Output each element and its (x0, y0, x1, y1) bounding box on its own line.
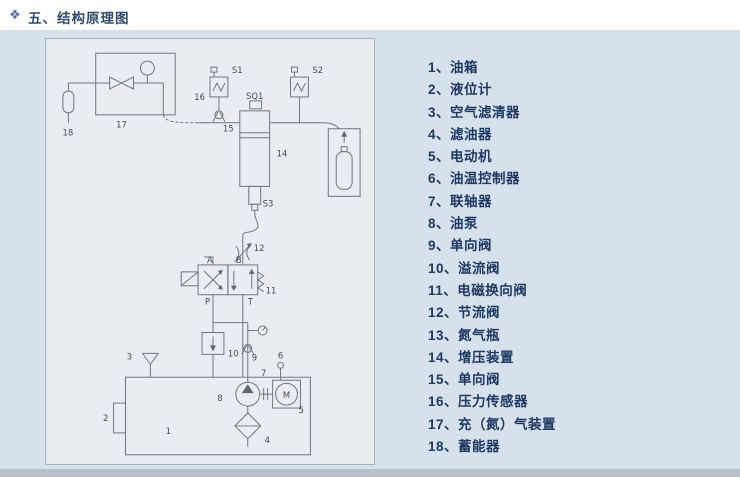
legend-item: 9、单向阀 (428, 238, 493, 254)
pressure-sensor-16 (209, 66, 229, 111)
legend-item: 5、电动机 (428, 149, 493, 165)
schematic-label-15: 15 (223, 124, 234, 134)
accumulator-18 (62, 82, 96, 123)
throttle-valve-12 (234, 243, 252, 265)
main-line (195, 122, 340, 130)
legend-item: 12、节流阀 (428, 305, 501, 321)
footer-strip (0, 469, 740, 477)
schematic-label-12: 12 (254, 243, 265, 253)
charging-device-17 (95, 52, 196, 124)
schematic-panel: 17 18 S1 16 15 (45, 38, 375, 465)
schematic-label-14: 14 (277, 149, 288, 159)
pump-8 (235, 381, 261, 414)
schematic-label-7: 7 (261, 368, 266, 378)
legend-item: 4、滤油器 (428, 126, 493, 142)
legend-item: 14、增压装置 (428, 349, 515, 365)
legend-item: 7、联轴器 (428, 193, 493, 209)
schematic-label-11: 11 (266, 286, 277, 296)
schematic-label-18: 18 (62, 128, 73, 138)
schematic-label-6: 6 (278, 350, 283, 360)
schematic-label-9: 9 (252, 352, 257, 362)
schematic-label-s2: S2 (312, 65, 323, 75)
schematic-label-port-t: T (247, 297, 254, 307)
schematic-label-16: 16 (194, 92, 205, 102)
booster-cylinder-14 (239, 100, 271, 215)
motor-5 (272, 379, 301, 409)
hose-loop (242, 214, 259, 245)
nitrogen-bottle-13 (327, 128, 361, 197)
schematic-label-3: 3 (127, 351, 132, 361)
pressure-sensor-s2 (290, 66, 309, 123)
legend-item: 11、电磁换向阀 (428, 282, 528, 298)
schematic-label-8: 8 (217, 393, 222, 403)
schematic-label-port-a: A (207, 255, 213, 265)
schematic-label-port-b: B (236, 255, 242, 265)
legend-list: 1、油箱 2、液位计 3、空气滤清器 4、滤油器 5、电动机 6、油温控制器 7… (428, 57, 728, 458)
solenoid-icon (180, 271, 199, 287)
legend-item: 16、压力传感器 (428, 394, 529, 410)
directional-valve-11 (180, 256, 265, 378)
legend-item: 13、氮气瓶 (428, 327, 501, 343)
schematic-diagram: 17 18 S1 16 15 (62, 52, 361, 456)
legend-item: 1、油箱 (428, 60, 479, 75)
page-title: 五、结构原理图 (28, 11, 130, 26)
legend-item: 17、充（氮）气装置 (428, 416, 557, 432)
air-filter-3 (142, 352, 159, 378)
schematic-label-s3: S3 (263, 198, 274, 208)
check-valve-15 (212, 110, 226, 123)
schematic-label-s1: S1 (232, 65, 243, 75)
schematic-label-port-p: P (205, 297, 210, 307)
gauge-icon (257, 325, 268, 336)
schematic-label-motor: M (283, 390, 290, 400)
legend-item: 8、油泵 (428, 216, 479, 232)
schematic-label-17: 17 (116, 120, 127, 130)
spring-icon (256, 271, 265, 293)
schematic-label-1: 1 (166, 426, 171, 436)
schematic-label-4: 4 (265, 435, 270, 445)
legend-item: 2、液位计 (428, 82, 493, 98)
legend-item: 6、油温控制器 (428, 171, 521, 187)
oil-filter-4 (234, 412, 262, 447)
temp-controller-6 (277, 361, 285, 381)
page-header: ❖ 五、结构原理图 (0, 0, 740, 30)
pressure-gauge-icon (139, 60, 155, 76)
level-gauge-2 (113, 402, 127, 434)
schematic-label-sq1: SQ1 (246, 91, 263, 101)
schematic-label-10: 10 (228, 348, 239, 358)
legend-item: 18、蓄能器 (428, 439, 501, 455)
legend-item: 3、空气滤清器 (428, 104, 521, 120)
relief-valve-10 (201, 322, 248, 378)
coupling-7 (259, 388, 274, 401)
check-valve-9 (241, 322, 268, 383)
title-diamond-icon: ❖ (9, 7, 21, 22)
legend-item: 10、溢流阀 (428, 260, 501, 276)
legend-item: 15、单向阀 (428, 372, 501, 388)
schematic-label-2: 2 (103, 413, 108, 423)
schematic-label-5: 5 (298, 405, 303, 415)
